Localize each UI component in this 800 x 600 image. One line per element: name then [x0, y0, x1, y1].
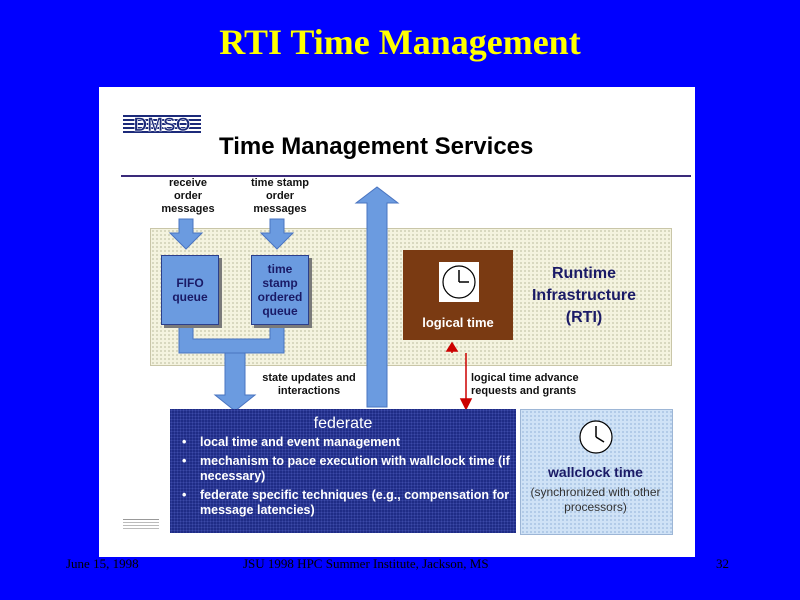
clock-icon — [439, 262, 479, 302]
wallclock-icon — [579, 420, 613, 454]
wallclock-box: wallclock time (synchronized with other … — [520, 409, 671, 533]
logical-time-box: logical time — [403, 250, 513, 340]
request-arrowhead — [445, 341, 459, 352]
logical-time-advance-label: logical time advance requests and grants — [471, 372, 579, 397]
grant-arrowhead — [459, 398, 473, 411]
federate-bullet: federate specific techniques (e.g., comp… — [178, 488, 516, 518]
dmso-logo: DMSO — [123, 114, 201, 136]
federate-bullet: local time and event management — [178, 435, 516, 450]
merge-bar — [178, 322, 285, 354]
fifo-queue: FIFO queue — [161, 255, 219, 325]
federate-title: federate — [313, 415, 373, 432]
fifo-queue-label: FIFO queue — [172, 276, 208, 304]
federate-box: federate local time and event management… — [170, 409, 516, 533]
receive-order-label: receive order messages — [161, 177, 215, 215]
logical-time-label: logical time — [422, 315, 494, 330]
federate-bullets: local time and event management mechanis… — [178, 435, 516, 522]
federate-bullet: mechanism to pace execution with wallclo… — [178, 454, 516, 484]
footer-date: June 15, 1998 — [66, 556, 139, 571]
merge-down-arrow — [213, 352, 257, 412]
diagram-panel: DMSO Time Management Services FIFO queue — [99, 87, 695, 557]
state-updates-label: state updates and interactions — [262, 372, 356, 397]
rti-label: Runtime Infrastructure (RTI) — [531, 265, 637, 326]
time-stamp-queue-label: time stamp ordered queue — [257, 262, 303, 318]
title-rule — [121, 175, 691, 177]
receive-arrow — [168, 218, 204, 250]
time-stamp-order-label: time stamp order messages — [250, 177, 310, 215]
footer-institute: JSU 1998 HPC Summer Institute, Jackson, … — [243, 556, 489, 571]
upward-arrow — [354, 186, 400, 408]
flow-arrows — [168, 186, 473, 412]
footnote-text — [123, 519, 159, 529]
wallclock-title: wallclock time — [548, 464, 643, 480]
wallclock-subtitle: (synchronized with other processors) — [530, 485, 661, 514]
services-title: Time Management Services — [219, 133, 534, 160]
logo-text: DMSO — [134, 115, 191, 136]
timestamp-arrow — [259, 218, 295, 250]
time-stamp-ordered-queue: time stamp ordered queue — [251, 255, 309, 325]
footer-page-number: 32 — [716, 556, 729, 571]
slide-title: RTI Time Management — [219, 22, 581, 62]
